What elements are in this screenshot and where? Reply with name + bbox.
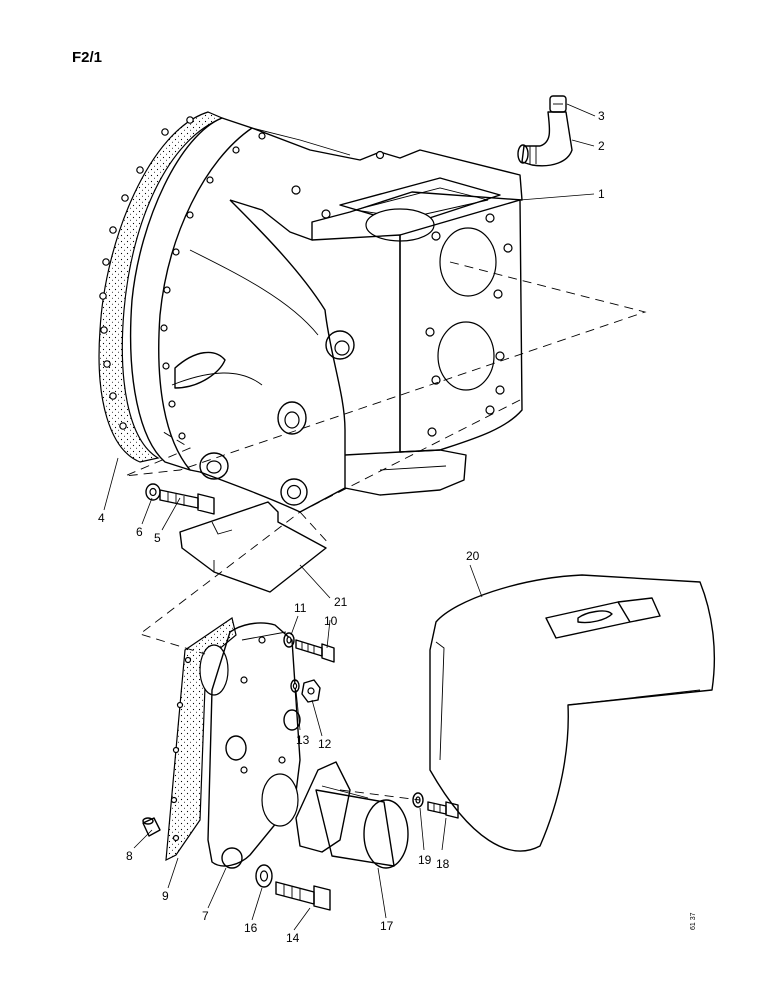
- callout-1: 1: [598, 187, 605, 201]
- callout-13: 13: [296, 733, 310, 747]
- main-housing-part-1: [129, 117, 523, 513]
- bolt-part-14: [275, 881, 331, 911]
- callout-16: 16: [244, 921, 258, 935]
- elbow-fitting-part-2: [517, 111, 573, 167]
- callout-6: 6: [136, 525, 143, 539]
- callout-4: 4: [98, 511, 105, 525]
- callout-20: 20: [466, 549, 480, 563]
- assembly-guide-lines: [124, 261, 647, 801]
- bolt-part-10: [295, 639, 335, 663]
- flange-gasket-part-4: [98, 111, 224, 463]
- plug-part-3: [549, 95, 567, 113]
- leader-lines: [103, 103, 596, 931]
- callout-5: 5: [154, 531, 161, 545]
- callout-7: 7: [202, 909, 209, 923]
- washer-part-16: [255, 864, 273, 888]
- callout-17: 17: [380, 919, 394, 933]
- callout-9: 9: [162, 889, 169, 903]
- reference-code: 61 37: [690, 912, 697, 930]
- washer-part-6: [145, 483, 161, 501]
- callout-labels: 3 2 1 4 5 6 21 20 11 10 13 12 8 9 7 16 1…: [98, 109, 605, 945]
- callout-14: 14: [286, 931, 300, 945]
- nut-part-12: [301, 679, 321, 703]
- cover-plate-part-7: [207, 622, 301, 869]
- callout-21: 21: [334, 595, 348, 609]
- callout-12: 12: [318, 737, 332, 751]
- bolt-part-5: [159, 489, 215, 515]
- washer-part-13: [290, 679, 300, 693]
- callout-19: 19: [418, 853, 432, 867]
- bracket-part-21: [179, 501, 327, 593]
- page-code: F2/1: [72, 49, 102, 66]
- callout-18: 18: [436, 857, 450, 871]
- washer-part-11: [283, 632, 295, 648]
- dowel-pin-part-8: [142, 817, 161, 837]
- cylinder-housing-part-17: [295, 761, 409, 869]
- cover-gasket-part-9: [165, 617, 237, 862]
- bolt-part-18: [427, 801, 459, 819]
- callout-11: 11: [294, 601, 307, 615]
- callout-3: 3: [598, 109, 605, 123]
- callout-10: 10: [324, 614, 338, 628]
- callout-8: 8: [126, 849, 133, 863]
- callout-2: 2: [598, 139, 605, 153]
- shield-part-20: [429, 574, 716, 852]
